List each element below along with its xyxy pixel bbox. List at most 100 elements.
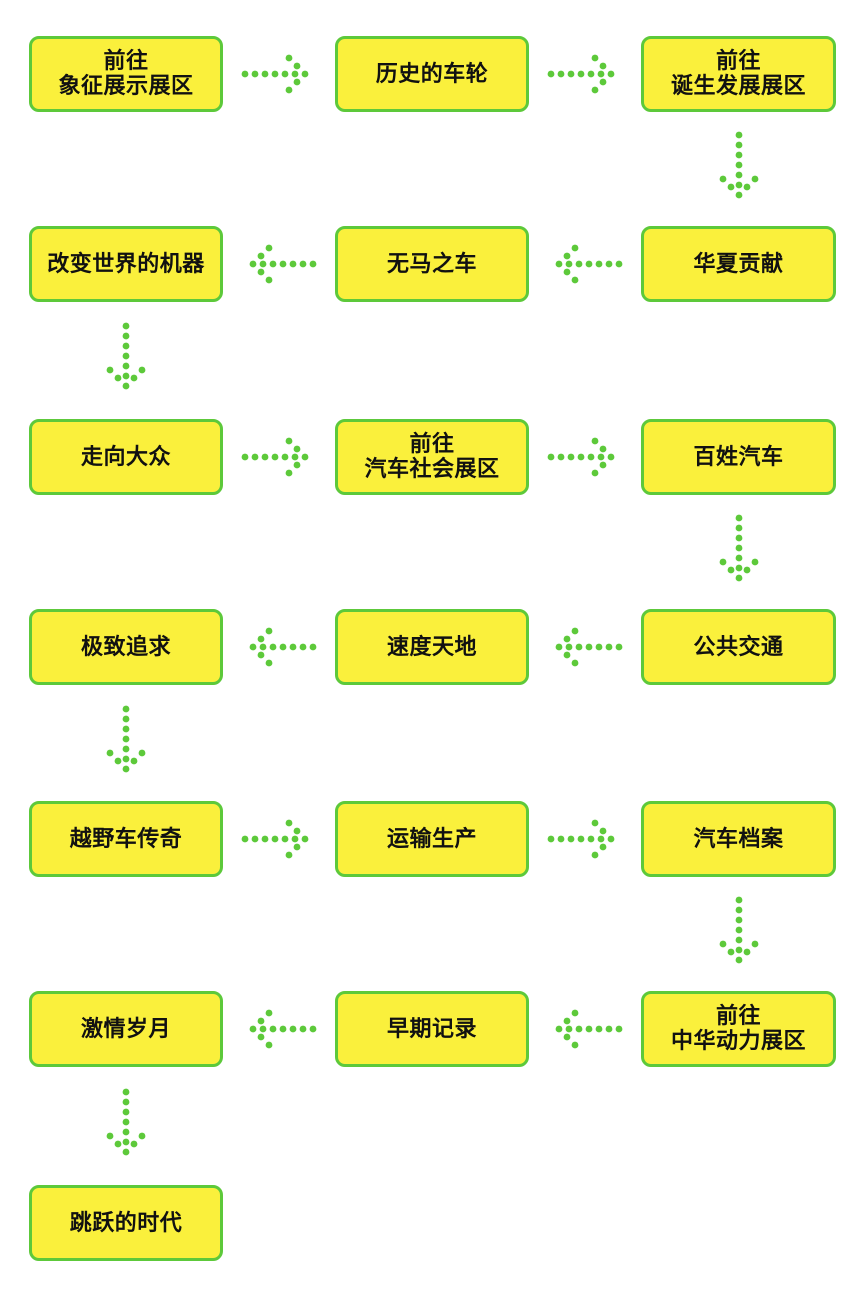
step-label: 无马之车: [386, 251, 477, 277]
arrow-dot: [575, 643, 583, 651]
arrow-dot: [587, 453, 595, 461]
dotted-arrow-right-icon: [241, 54, 309, 94]
step-label: 前往 中华动力展区: [670, 1004, 806, 1054]
arrow-dot: [565, 1025, 573, 1033]
arrow-dot: [122, 1138, 130, 1146]
arrow-dot: [293, 461, 301, 469]
arrow-dot: [751, 940, 759, 948]
arrow-dot: [743, 183, 751, 191]
arrow-dot: [615, 643, 623, 651]
step-label: 跳跃的时代: [69, 1210, 183, 1236]
arrow-dot: [557, 835, 565, 843]
step-box: 极致追求: [29, 609, 223, 685]
arrow-dot: [257, 635, 265, 643]
step-box: 改变世界的机器: [29, 226, 223, 302]
arrow-dot: [615, 260, 623, 268]
arrow-dot: [285, 469, 293, 477]
arrow-dot: [106, 1132, 114, 1140]
arrow-dot: [299, 260, 307, 268]
arrow-dot: [591, 469, 599, 477]
step-box: 早期记录: [335, 991, 529, 1067]
arrow-dot: [599, 445, 607, 453]
arrow-dot: [285, 86, 293, 94]
arrow-dot: [122, 362, 130, 370]
arrow-dot: [575, 1025, 583, 1033]
arrow-dot: [563, 268, 571, 276]
arrow-dot: [557, 453, 565, 461]
arrow-dot: [607, 70, 615, 78]
step-label: 汽车档案: [693, 826, 784, 852]
arrow-dot: [271, 70, 279, 78]
dotted-arrow-left-icon: [249, 627, 317, 667]
arrow-dot: [735, 906, 743, 914]
arrow-dot: [599, 78, 607, 86]
arrow-dot: [597, 70, 605, 78]
arrow-dot: [585, 1025, 593, 1033]
arrow-dot: [114, 1140, 122, 1148]
arrow-dot: [122, 705, 130, 713]
step-box: 前往 中华动力展区: [641, 991, 836, 1067]
arrow-dot: [719, 940, 727, 948]
arrow-dot: [130, 1140, 138, 1148]
arrow-dot: [114, 374, 122, 382]
step-box: 前往 诞生发展展区: [641, 36, 836, 112]
arrow-dot: [122, 1098, 130, 1106]
arrow-dot: [241, 453, 249, 461]
arrow-dot: [289, 260, 297, 268]
arrow-dot: [122, 1108, 130, 1116]
step-box: 跳跃的时代: [29, 1185, 223, 1261]
step-box: 越野车传奇: [29, 801, 223, 877]
arrow-dot: [279, 260, 287, 268]
arrow-dot: [557, 70, 565, 78]
arrow-dot: [122, 372, 130, 380]
step-label: 前往 象征展示展区: [58, 49, 194, 99]
arrow-dot: [257, 651, 265, 659]
arrow-dot: [279, 643, 287, 651]
arrow-dot: [547, 835, 555, 843]
arrow-dot: [727, 948, 735, 956]
arrow-dot: [138, 366, 146, 374]
step-label: 百姓汽车: [693, 444, 784, 470]
step-label: 早期记录: [386, 1016, 477, 1042]
arrow-dot: [293, 827, 301, 835]
arrow-dot: [595, 260, 603, 268]
step-label: 激情岁月: [80, 1016, 171, 1042]
arrow-dot: [301, 835, 309, 843]
arrow-dot: [122, 1128, 130, 1136]
arrow-dot: [261, 70, 269, 78]
arrow-dot: [309, 1025, 317, 1033]
arrow-dot: [293, 445, 301, 453]
arrow-dot: [122, 382, 130, 390]
step-box: 前往 汽车社会展区: [335, 419, 529, 495]
arrow-dot: [577, 453, 585, 461]
arrow-dot: [106, 749, 114, 757]
arrow-dot: [719, 175, 727, 183]
arrow-dot: [605, 643, 613, 651]
arrow-dot: [735, 956, 743, 964]
arrow-dot: [585, 643, 593, 651]
arrow-dot: [591, 86, 599, 94]
arrow-dot: [571, 1041, 579, 1049]
arrow-dot: [265, 659, 273, 667]
dotted-arrow-left-icon: [555, 244, 623, 284]
step-label: 走向大众: [80, 444, 171, 470]
arrow-dot: [735, 926, 743, 934]
arrow-dot: [735, 534, 743, 542]
arrow-dot: [571, 659, 579, 667]
arrow-dot: [597, 453, 605, 461]
dotted-arrow-right-icon: [241, 437, 309, 477]
arrow-dot: [605, 1025, 613, 1033]
arrow-dot: [281, 453, 289, 461]
arrow-dot: [587, 835, 595, 843]
step-label: 公共交通: [693, 634, 784, 660]
arrow-dot: [735, 191, 743, 199]
arrow-dot: [279, 1025, 287, 1033]
arrow-dot: [122, 735, 130, 743]
dotted-arrow-left-icon: [555, 627, 623, 667]
arrow-dot: [563, 635, 571, 643]
arrow-dot: [735, 151, 743, 159]
arrow-dot: [595, 643, 603, 651]
arrow-dot: [251, 835, 259, 843]
arrow-dot: [727, 183, 735, 191]
